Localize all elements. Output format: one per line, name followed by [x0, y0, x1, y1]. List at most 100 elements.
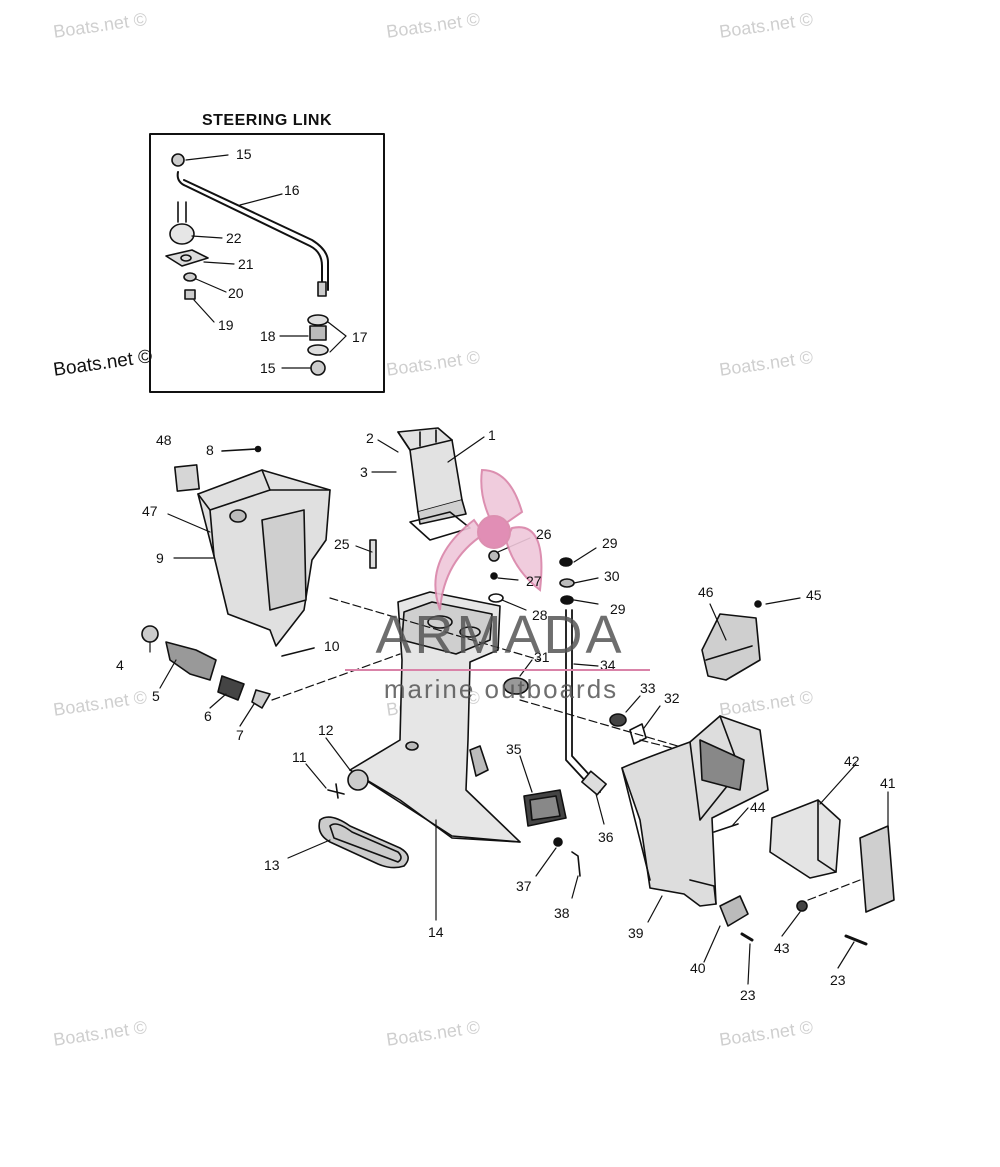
callout-15: 15 — [236, 146, 252, 162]
part-48-decal — [174, 464, 200, 492]
part-18-spacer — [309, 325, 327, 341]
part-29-nut — [559, 557, 573, 567]
part-38-screw — [571, 851, 581, 877]
part-4-nut — [141, 625, 159, 643]
inset-title: STEERING LINK — [201, 112, 333, 129]
callout-8: 8 — [206, 442, 214, 458]
callout-43: 43 — [774, 940, 790, 956]
callout-21: 21 — [238, 256, 254, 272]
part-12-seal — [347, 769, 369, 791]
callout-31: 31 — [534, 649, 550, 665]
callout-40: 40 — [690, 960, 706, 976]
part-15-nut — [171, 153, 185, 167]
part-22-ball-stud — [177, 201, 187, 223]
callout-35: 35 — [506, 741, 522, 757]
part-10-screw — [281, 647, 315, 657]
callout-12: 12 — [318, 722, 334, 738]
callout-10: 10 — [324, 638, 340, 654]
callout-18: 18 — [260, 328, 276, 344]
callout-29: 29 — [610, 601, 626, 617]
brand-rule — [345, 669, 650, 671]
callout-45: 45 — [806, 587, 822, 603]
part-27-washer — [490, 572, 498, 580]
callout-48: 48 — [156, 432, 172, 448]
part-11-screw — [327, 783, 345, 799]
callout-6: 6 — [204, 708, 212, 724]
callout-2: 2 — [366, 430, 374, 446]
part-7-clip — [251, 689, 271, 709]
callout-39: 39 — [628, 925, 644, 941]
callout-37: 37 — [516, 878, 532, 894]
brand-name: ARMADA — [375, 605, 625, 665]
part-40-clip — [719, 895, 749, 927]
callout-30: 30 — [604, 568, 620, 584]
callout-28: 28 — [532, 607, 548, 623]
part-19-nut — [184, 289, 196, 300]
callout-25: 25 — [334, 536, 350, 552]
brand-tagline: marine outboards — [383, 674, 619, 704]
part-37-grommet — [553, 837, 563, 847]
part-29-nut — [560, 595, 574, 605]
brand-propeller-logo — [434, 468, 543, 611]
part-28-washer — [488, 593, 504, 603]
callout-26: 26 — [536, 526, 552, 542]
callout-23: 23 — [830, 972, 846, 988]
callout-7: 7 — [236, 727, 244, 743]
callout-16: 16 — [284, 182, 300, 198]
callout-3: 3 — [360, 464, 368, 480]
callout-15: 15 — [260, 360, 276, 376]
part-8-screw — [221, 448, 257, 452]
steering-link-inset-frame — [149, 133, 385, 393]
part-32-washer — [629, 723, 647, 745]
callout-46: 46 — [698, 584, 714, 600]
part-20-washer — [183, 272, 197, 282]
callout-5: 5 — [152, 688, 160, 704]
part-17-bushing — [307, 344, 329, 356]
part-43-washer — [796, 900, 808, 912]
part-6-spring — [217, 675, 245, 701]
part-44-screw — [713, 823, 739, 833]
callout-32: 32 — [664, 690, 680, 706]
callout-13: 13 — [264, 857, 280, 873]
part-13-grommet — [318, 816, 409, 869]
part-14-driveshaft-housing — [349, 591, 521, 843]
part-46-cover — [701, 613, 761, 681]
part-9-lower-cover — [197, 469, 331, 647]
callout-17: 17 — [352, 329, 368, 345]
callout-27: 27 — [526, 573, 542, 589]
callout-29: 29 — [602, 535, 618, 551]
callout-22: 22 — [226, 230, 242, 246]
part-26-nut — [488, 550, 500, 562]
part-21-plate — [165, 249, 209, 267]
part-25-pin — [369, 539, 377, 569]
callout-47: 47 — [142, 503, 158, 519]
part-36-coupler — [581, 770, 607, 796]
part-16-link-end — [317, 281, 327, 297]
callout-38: 38 — [554, 905, 570, 921]
part-16-steering-link-arm — [176, 171, 329, 291]
part-33-bushing — [609, 713, 627, 727]
callout-20: 20 — [228, 285, 244, 301]
callout-36: 36 — [598, 829, 614, 845]
callout-1: 1 — [488, 427, 496, 443]
part-42-plate — [769, 799, 841, 879]
part-41-bracket — [859, 825, 895, 913]
part-17-bushing — [307, 314, 329, 326]
part-30-washer — [559, 578, 575, 588]
callout-19: 19 — [218, 317, 234, 333]
part-23-screw — [740, 932, 754, 942]
callout-41: 41 — [880, 775, 896, 791]
callout-33: 33 — [640, 680, 656, 696]
part-15-nut — [310, 360, 326, 376]
callout-9: 9 — [156, 550, 164, 566]
callout-44: 44 — [750, 799, 766, 815]
callout-23: 23 — [740, 987, 756, 1003]
callout-42: 42 — [844, 753, 860, 769]
callout-11: 11 — [292, 749, 307, 765]
callout-14: 14 — [428, 924, 444, 940]
part-5-boot — [165, 641, 217, 681]
part-31-grommet — [503, 677, 529, 695]
part-23-screw — [844, 934, 868, 946]
callout-4: 4 — [116, 657, 124, 673]
